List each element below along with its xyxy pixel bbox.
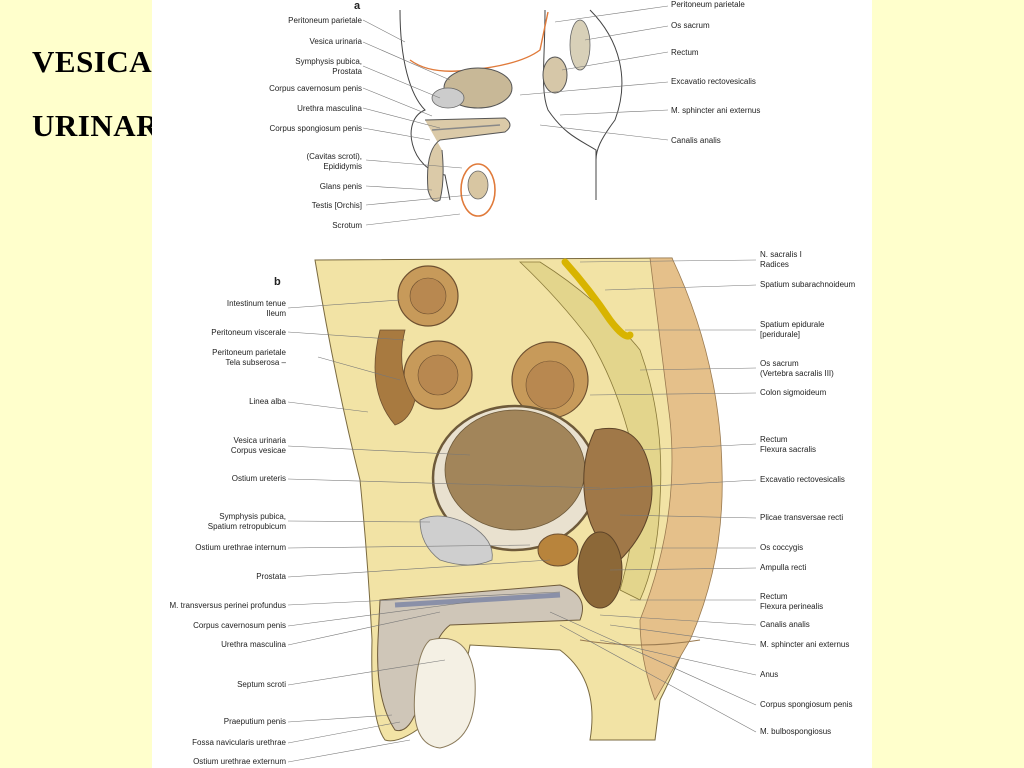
fa-left-label: Scrotum xyxy=(332,221,362,230)
fb-left-label: Ostium urethrae externum xyxy=(193,757,286,766)
fb-left-label: M. transversus perinei profundus xyxy=(169,601,287,610)
fb-right-label: Excavatio rectovesicalis xyxy=(760,475,845,484)
fb-left-label: Fossa navicularis urethrae xyxy=(192,738,286,747)
fa-left-label: Symphysis pubica,Prostata xyxy=(295,57,362,76)
fa-right-label: M. sphincter ani externus xyxy=(671,106,761,115)
fb-right-label: Spatium epidurale[peridurale] xyxy=(760,320,825,339)
fb-left-label: Symphysis pubica,Spatium retropubicum xyxy=(207,512,286,531)
fa-right-label: Peritoneum parietale xyxy=(671,0,745,9)
fa-left-label: Corpus cavernosum penis xyxy=(269,84,362,93)
fa-left-label: Testis [Orchis] xyxy=(311,201,362,210)
fa-left-label: (Cavitas scroti),Epididymis xyxy=(306,152,362,171)
fb-right-label: M. sphincter ani externus xyxy=(760,640,850,649)
fb-left-label: Peritoneum viscerale xyxy=(211,328,286,337)
fa-right-label: Canalis analis xyxy=(671,136,721,145)
fb-left-label: Prostata xyxy=(256,572,286,581)
fa-right-label: Excavatio rectovesicalis xyxy=(671,77,756,86)
fa-left-label: Glans penis xyxy=(319,182,362,191)
fb-left-label: Ostium ureteris xyxy=(231,474,286,483)
fb-left-label: Corpus cavernosum penis xyxy=(193,621,286,630)
fb-left-label: Urethra masculina xyxy=(221,640,286,649)
fb-left-label: Septum scroti xyxy=(237,680,286,689)
fb-right-label: Plicae transversae recti xyxy=(760,513,844,522)
slide-title-line-1: VESICA xyxy=(32,44,153,79)
fb-left-label: Ostium urethrae internum xyxy=(195,543,286,552)
fa-left-label: Corpus spongiosum penis xyxy=(269,124,363,133)
fb-right-label: Corpus spongiosum penis xyxy=(760,700,853,709)
figure-b-letter: b xyxy=(274,276,281,288)
fa-left-label: Vesica urinaria xyxy=(309,37,362,46)
fa-left-label: Urethra masculina xyxy=(297,104,362,113)
fb-right-label: Spatium subarachnoideum xyxy=(760,280,856,289)
fb-left-label: Praeputium penis xyxy=(223,717,286,726)
fb-right-label: Anus xyxy=(760,670,779,679)
fb-right-label: Os coccygis xyxy=(760,543,804,552)
fa-right-label: Os sacrum xyxy=(671,21,710,30)
fb-left-label: Linea alba xyxy=(249,397,286,406)
fb-right-label: Ampulla recti xyxy=(760,563,807,572)
fb-right-label: Colon sigmoideum xyxy=(760,388,827,397)
fb-right-label: Os sacrum(Vertebra sacralis III) xyxy=(760,359,834,378)
fb-right-label: M. bulbospongiosus xyxy=(760,727,832,736)
figure-a-letter: a xyxy=(354,0,361,12)
fa-left-label: Peritoneum parietale xyxy=(288,16,362,25)
fb-right-label: Canalis analis xyxy=(760,620,810,629)
fa-right-label: Rectum xyxy=(671,48,699,57)
